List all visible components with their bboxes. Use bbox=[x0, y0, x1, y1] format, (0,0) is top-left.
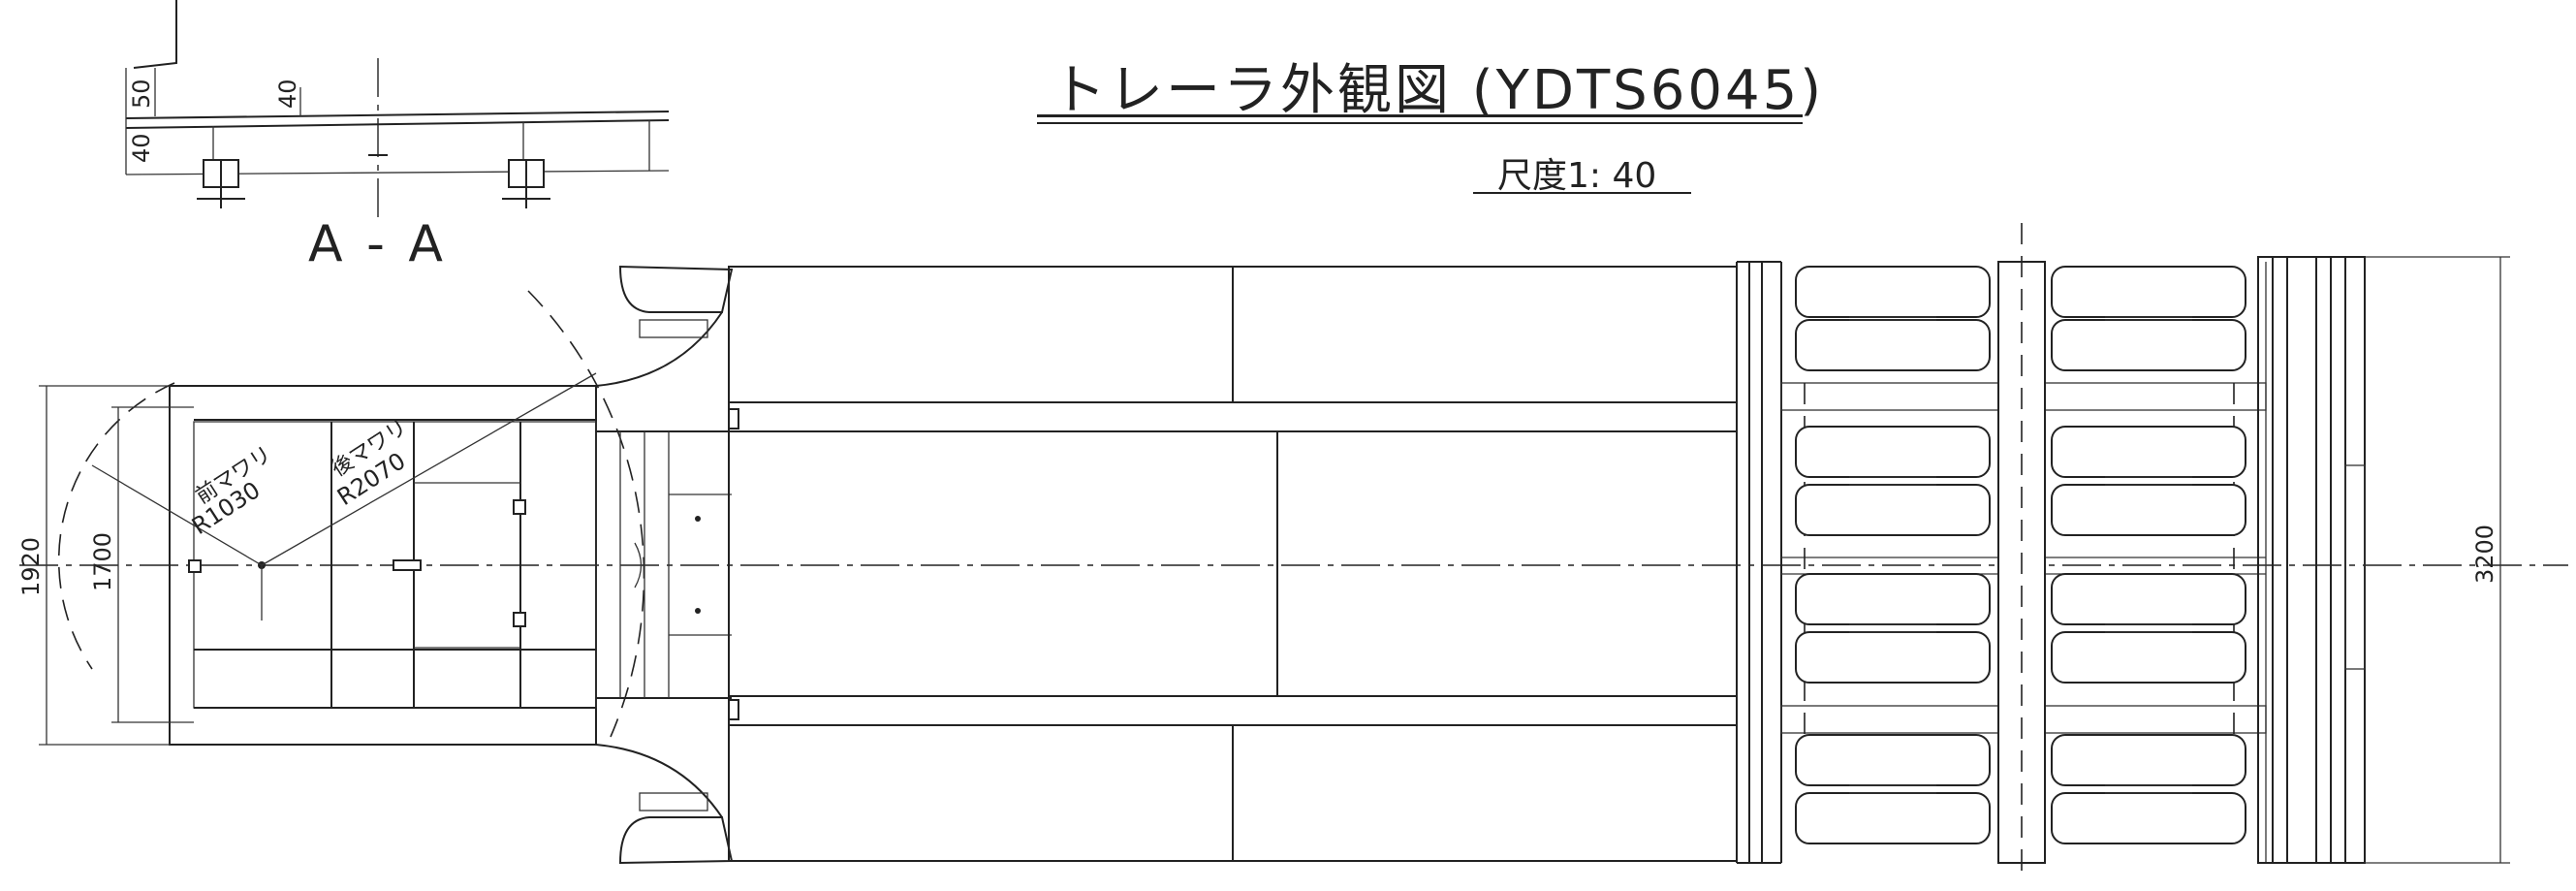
section-view: 50 40 40 bbox=[125, 0, 670, 223]
tyre bbox=[1795, 734, 1991, 786]
dim-40-left: 40 bbox=[128, 133, 155, 163]
dim-1920: 1920 bbox=[17, 537, 45, 596]
dim-3200: 3200 bbox=[2471, 525, 2498, 584]
tyre bbox=[2051, 734, 2246, 786]
axle-frame bbox=[1736, 223, 2267, 882]
section-label: A - A bbox=[308, 215, 447, 273]
dim-40-top: 40 bbox=[274, 79, 301, 109]
tyre bbox=[1795, 484, 1991, 536]
title-underline bbox=[1037, 114, 1803, 117]
tyre-group bbox=[1795, 266, 2246, 844]
neck-section bbox=[595, 265, 734, 865]
rear-bumper bbox=[2257, 256, 2366, 864]
tyre bbox=[2051, 319, 2246, 371]
title-underline-2 bbox=[1037, 122, 1803, 124]
tyre bbox=[2051, 573, 2246, 625]
scale-underline bbox=[1473, 192, 1691, 194]
tyre bbox=[2051, 484, 2246, 536]
tyre bbox=[2051, 792, 2246, 844]
tyre bbox=[2051, 266, 2246, 318]
main-deck bbox=[728, 266, 1738, 862]
dim-1700: 1700 bbox=[89, 532, 116, 591]
scale-label: 尺度1: 40 bbox=[1497, 156, 1657, 196]
tyre bbox=[1795, 631, 1991, 684]
tyre bbox=[1795, 319, 1991, 371]
dim-50: 50 bbox=[128, 79, 155, 109]
left-dimensions: 1920 1700 bbox=[17, 385, 194, 746]
drawing-title: トレーラ外観図 (YDTS6045) bbox=[1052, 59, 1825, 122]
tyre bbox=[1795, 792, 1991, 844]
tyre bbox=[2051, 631, 2246, 684]
right-dimension: 3200 bbox=[2365, 256, 2510, 864]
gooseneck: 前マワリ R1030 後マワリ R2070 bbox=[57, 290, 645, 746]
tyre bbox=[1795, 266, 1991, 318]
tyre bbox=[1795, 573, 1991, 625]
tyre bbox=[2051, 426, 2246, 478]
tyre bbox=[1795, 426, 1991, 478]
